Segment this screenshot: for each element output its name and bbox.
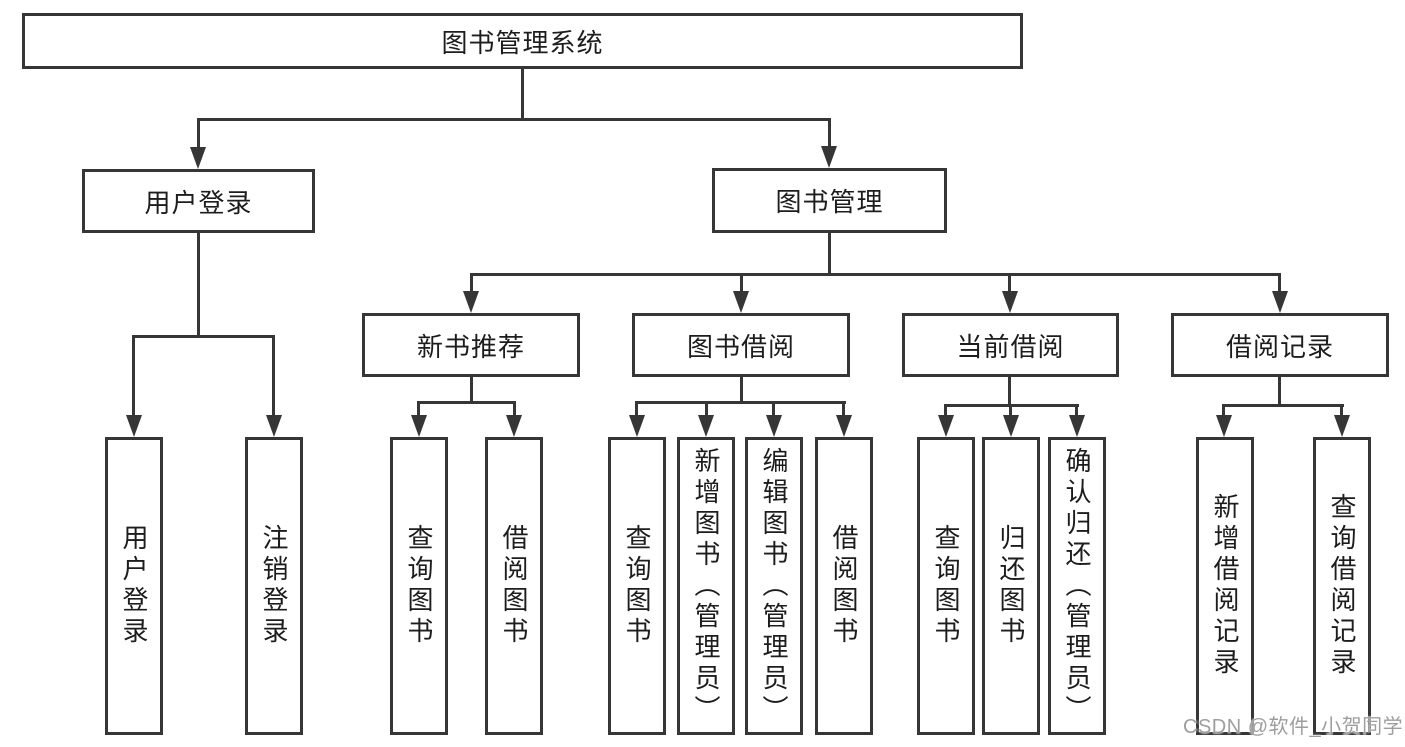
connector-line [1223, 404, 1344, 407]
node-label: 图书借阅 [686, 331, 795, 362]
node-borrow-records: 借阅记录 [1171, 313, 1389, 377]
leaf-label: 用户登录 [119, 524, 149, 648]
arrowhead-down-icon [411, 415, 427, 437]
connector-line [1075, 404, 1078, 419]
leaf-borrow-books: 借阅图书 [815, 437, 873, 735]
connector-line [1009, 404, 1012, 419]
leaf-label: 借阅图书 [829, 524, 859, 648]
connector-line [828, 233, 831, 275]
leaf-label: 查询图书 [622, 524, 652, 648]
connector-line [842, 401, 845, 419]
connector-line [740, 377, 743, 403]
arrowhead-down-icon [463, 291, 479, 313]
connector-line [197, 118, 200, 150]
leaf-label: 新增借阅记录 [1210, 493, 1240, 679]
leaf-label: 确认归还（管理员） [1062, 446, 1092, 726]
connector-line [740, 273, 743, 295]
leaf-label: 查询借阅记录 [1327, 493, 1357, 679]
arrowhead-down-icon [766, 415, 782, 437]
leaf-query-borrow-record: 查询借阅记录 [1313, 437, 1371, 735]
leaf-query-books-borrow: 查询图书 [608, 437, 666, 735]
leaf-add-borrow-record: 新增借阅记录 [1196, 437, 1254, 735]
arrowhead-down-icon [938, 415, 954, 437]
connector-line [521, 69, 524, 121]
connector-line [470, 377, 473, 403]
node-current-borrow: 当前借阅 [902, 313, 1119, 377]
node-book-borrow: 图书借阅 [632, 313, 850, 377]
arrowhead-down-icon [698, 415, 714, 437]
node-book-mgmt: 图书管理 [712, 168, 947, 233]
connector-line [470, 273, 473, 295]
arrowhead-down-icon [1069, 415, 1085, 437]
connector-line [1008, 273, 1011, 295]
arrowhead-down-icon [1002, 291, 1018, 313]
connector-line [133, 335, 275, 338]
leaf-label: 编辑图书（管理员） [759, 446, 789, 726]
leaf-edit-book-admin: 编辑图书（管理员） [745, 437, 803, 735]
connector-line [1278, 377, 1281, 406]
connector-line [417, 401, 420, 419]
node-label: 当前借阅 [956, 331, 1065, 362]
connector-line [1222, 404, 1225, 419]
connector-line [1008, 377, 1011, 406]
node-label: 图书管理 [775, 187, 884, 217]
leaf-return-book: 归还图书 [982, 437, 1040, 735]
leaf-query-books-current: 查询图书 [917, 437, 975, 735]
leaf-label: 查询图书 [404, 524, 434, 648]
connector-line [1278, 273, 1281, 295]
node-user-login: 用户登录 [82, 169, 315, 233]
leaf-user-login: 用户登录 [105, 437, 163, 735]
leaf-add-book-admin: 新增图书（管理员） [677, 437, 735, 735]
node-label: 借阅记录 [1225, 331, 1334, 362]
connector-line [132, 335, 135, 419]
connector-line [470, 273, 1281, 276]
watermark: CSDN @软件_小贺同学 [1183, 716, 1404, 738]
connector-line [272, 335, 275, 419]
connector-line [944, 404, 947, 419]
connector-line [636, 401, 846, 404]
connector-line [828, 118, 831, 148]
arrowhead-down-icon [821, 146, 837, 168]
arrowhead-down-icon [1216, 415, 1232, 437]
arrowhead-down-icon [190, 147, 206, 169]
leaf-logout: 注销登录 [245, 437, 303, 735]
leaf-confirm-return-admin: 确认归还（管理员） [1048, 437, 1106, 735]
node-root-label: 图书管理系统 [441, 27, 604, 58]
connector-line [197, 118, 831, 121]
connector-line [197, 233, 200, 337]
leaf-borrow-books-recommend: 借阅图书 [485, 437, 543, 735]
arrowhead-down-icon [1272, 291, 1288, 313]
connector-line [705, 401, 708, 419]
arrowhead-down-icon [1003, 415, 1019, 437]
arrowhead-down-icon [836, 415, 852, 437]
leaf-query-books-recommend: 查询图书 [390, 437, 448, 735]
arrowhead-down-icon [506, 415, 522, 437]
node-new-book-recommend: 新书推荐 [362, 313, 580, 377]
node-root: 图书管理系统 [22, 13, 1023, 69]
arrowhead-down-icon [733, 291, 749, 313]
arrowhead-down-icon [266, 415, 282, 437]
leaf-label: 归还图书 [996, 524, 1026, 648]
connector-line [1340, 404, 1343, 419]
leaf-label: 查询图书 [931, 524, 961, 648]
connector-line [635, 401, 638, 419]
arrowhead-down-icon [629, 415, 645, 437]
node-label: 新书推荐 [416, 331, 525, 362]
leaf-label: 注销登录 [259, 524, 289, 648]
connector-line [945, 404, 1079, 407]
node-label: 用户登录 [144, 187, 253, 218]
connector-line [772, 401, 775, 419]
leaf-label: 借阅图书 [499, 524, 529, 648]
leaf-label: 新增图书（管理员） [691, 446, 721, 726]
connector-line [513, 401, 516, 419]
connector-line [418, 401, 516, 404]
arrowhead-down-icon [126, 415, 142, 437]
arrowhead-down-icon [1334, 415, 1350, 437]
